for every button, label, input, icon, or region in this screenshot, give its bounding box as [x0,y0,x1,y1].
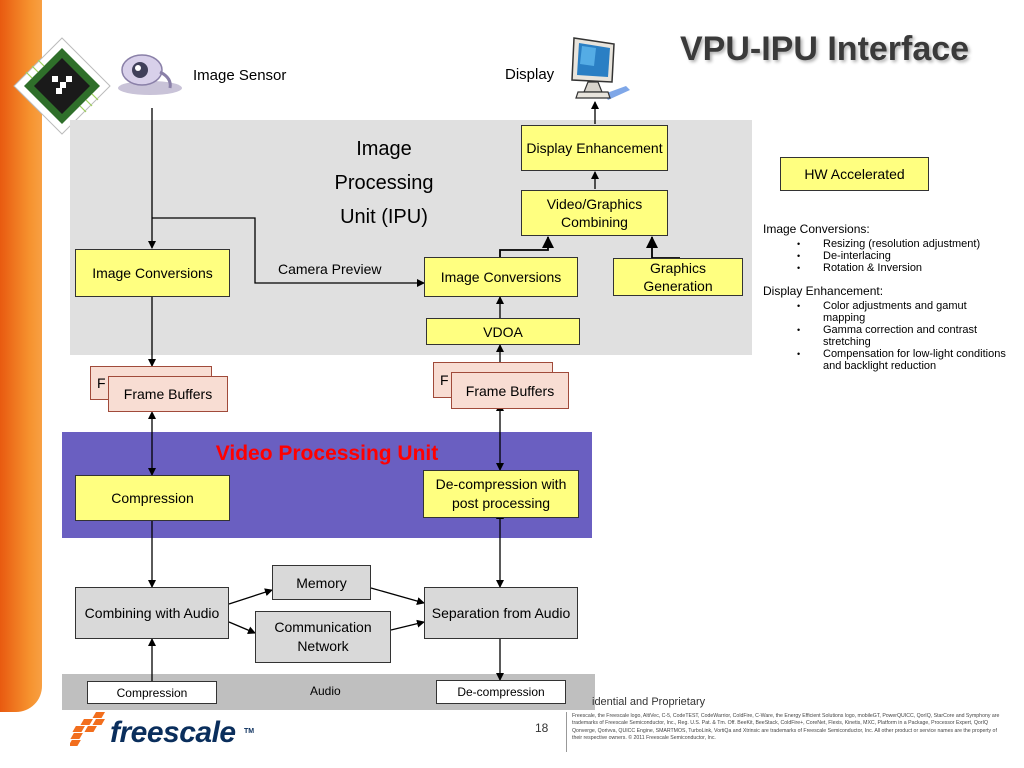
list-item: Compensation for low-light conditions an… [797,348,1008,372]
webcam-icon [118,54,182,95]
ipu-title-line-1: Image [356,138,412,160]
confidential-note: idential and Proprietary [592,696,706,708]
legal-text: Freescale, the Freescale logo, AltiVec, … [572,713,1000,742]
hw-accelerated-legend: HW Accelerated [780,157,929,191]
vpu-title: Video Processing Unit [215,442,439,465]
camera-preview-label: Camera Preview [278,261,382,277]
freescale-logo-icon [70,712,105,746]
list-item: Color adjustments and gamut mapping [797,300,1008,324]
compression-audio-box: Compression [87,681,217,704]
display-label: Display [505,66,555,83]
ipu-title-line-2: Processing [334,172,434,194]
list-item: Gamma correction and contrast stretching [797,324,1008,348]
chip-logo-icon [13,37,111,135]
graphics-generation-box: Graphics Generation [613,258,743,296]
vdoa-box: VDOA [426,318,580,345]
decompression-audio-box: De-compression [436,680,566,704]
compression-vpu-box: Compression [75,475,230,521]
frame-buffers-right: Frame Buffers [451,372,569,409]
image-sensor-label: Image Sensor [193,67,287,84]
decompression-post-box: De-compression with post processing [423,470,579,518]
notes-panel: Image Conversions: Resizing (resolution … [763,222,1008,382]
frame-buffers-left: Frame Buffers [108,376,228,412]
list-item: Resizing (resolution adjustment) [797,238,1008,250]
list-item: De-interlacing [797,250,1008,262]
ipu-title: Image Processing Unit (IPU) [314,132,454,234]
combining-audio-box: Combining with Audio [75,587,229,639]
page-title: VPU-IPU Interface [680,30,970,68]
display-enhancement-list: Color adjustments and gamut mapping Gamm… [763,300,1008,372]
memory-box: Memory [272,565,371,600]
footer-divider [566,712,567,752]
side-accent-bar [0,0,42,712]
image-conversions-list: Resizing (resolution adjustment) De-inte… [763,238,1008,274]
page-number: 18 [535,721,549,735]
audio-label: Audio [310,684,341,698]
separation-audio-box: Separation from Audio [424,587,578,639]
display-enhancement-heading: Display Enhancement: [763,284,884,298]
display-enhancement-box: Display Enhancement [521,125,668,171]
list-item: Rotation & Inversion [797,262,1008,274]
monitor-icon [571,37,630,100]
brand-wordmark: freescale [110,716,236,749]
image-conversions-left-box: Image Conversions [75,249,230,297]
video-graphics-combining-box: Video/Graphics Combining [521,190,668,236]
ipu-title-line-3: Unit (IPU) [340,206,428,228]
image-conversions-heading: Image Conversions: [763,222,870,236]
image-conversions-right-box: Image Conversions [424,257,578,297]
trademark-mark: TM [244,728,255,735]
communication-network-box: Communication Network [255,611,391,663]
